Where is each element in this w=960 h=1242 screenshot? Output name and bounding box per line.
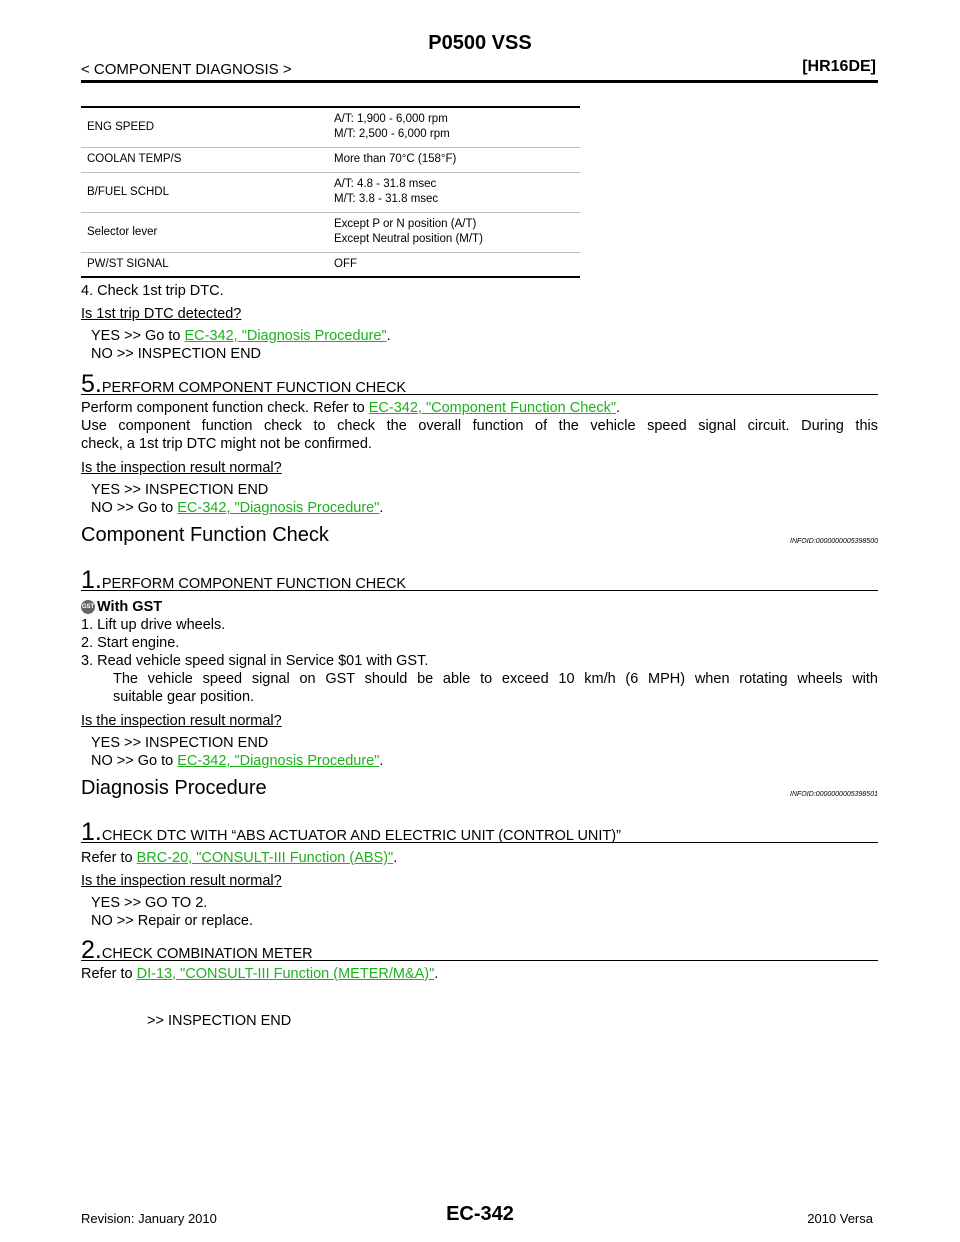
diagnosis-procedure-link[interactable]: EC-342, "Diagnosis Procedure" — [177, 753, 380, 769]
yes-branch: YES >> INSPECTION END — [91, 735, 269, 751]
yes-branch: YES >> GO TO 2. — [91, 895, 208, 911]
step-5-line-3: check, a 1st trip DTC might not be confi… — [81, 436, 372, 452]
page-title: P0500 VSS — [428, 32, 532, 54]
table-cell-item: PW/ST SIGNAL — [81, 252, 328, 278]
yes-branch: YES >> Go to EC-342, "Diagnosis Procedur… — [91, 328, 391, 344]
question-text: Is the inspection result normal? — [81, 713, 282, 729]
inspection-end-text: >> INSPECTION END — [147, 1013, 292, 1029]
list-item: 2. Start engine. — [81, 635, 180, 651]
header-rule — [81, 80, 878, 83]
footer-revision: Revision: January 2010 — [81, 1211, 217, 1226]
question-text: Is the inspection result normal? — [81, 873, 282, 889]
info-id: INFOID:0000000005398500 — [790, 538, 878, 545]
step-5-line-1: Perform component function check. Refer … — [81, 400, 621, 416]
no-branch: NO >> Go to EC-342, "Diagnosis Procedure… — [91, 500, 384, 516]
cfc-step-1-heading: 1.PERFORM COMPONENT FUNCTION CHECK — [81, 566, 878, 594]
footer-model: 2010 Versa — [807, 1211, 873, 1226]
list-item: 3. Read vehicle speed signal in Service … — [81, 653, 429, 669]
diagnosis-procedure-link[interactable]: EC-342, "Diagnosis Procedure" — [184, 328, 387, 344]
dp-step-2-heading: 2.CHECK COMBINATION METER — [81, 936, 878, 964]
table-cell-value: Except P or N position (A/T)Except Neutr… — [328, 212, 580, 253]
section-label: < COMPONENT DIAGNOSIS > — [81, 61, 292, 78]
step-4-text: 4. Check 1st trip DTC. — [81, 283, 224, 299]
list-item-continuation: The vehicle speed signal on GST should b… — [113, 671, 878, 687]
consult-abs-link[interactable]: BRC-20, "CONSULT-III Function (ABS)" — [136, 850, 394, 866]
gst-icon: GST — [81, 600, 95, 615]
dp-step-1-heading: 1.CHECK DTC WITH “ABS ACTUATOR AND ELECT… — [81, 818, 878, 846]
list-item: 1. Lift up drive wheels. — [81, 617, 226, 633]
table-cell-item: Selector lever — [81, 212, 328, 253]
table-cell-value: OFF — [328, 252, 580, 278]
no-branch: NO >> Go to EC-342, "Diagnosis Procedure… — [91, 753, 384, 769]
section-title-component-function-check: Component Function Check — [81, 524, 329, 546]
step-5-line-2: Use component function check to check th… — [81, 418, 878, 434]
question-text: Is 1st trip DTC detected? — [81, 306, 242, 322]
question-text: Is the inspection result normal? — [81, 460, 282, 476]
table-cell-value: More than 70°C (158°F) — [328, 147, 580, 173]
dp-step-2-reference: Refer to DI-13, "CONSULT-III Function (M… — [81, 966, 439, 982]
component-function-check-link[interactable]: EC-342, "Component Function Check" — [368, 400, 616, 416]
table-cell-item: B/FUEL SCHDL — [81, 172, 328, 213]
table-cell-item: COOLAN TEMP/S — [81, 147, 328, 173]
footer-page-number: EC-342 — [446, 1203, 514, 1225]
table-row: PW/ST SIGNAL OFF — [81, 252, 580, 278]
no-branch: NO >> Repair or replace. — [91, 913, 253, 929]
section-title-diagnosis-procedure: Diagnosis Procedure — [81, 777, 267, 799]
list-item-continuation: suitable gear position. — [113, 689, 255, 705]
dp-step-1-reference: Refer to BRC-20, "CONSULT-III Function (… — [81, 850, 398, 866]
consult-meter-link[interactable]: DI-13, "CONSULT-III Function (METER/M&A)… — [136, 966, 435, 982]
table-cell-item: ENG SPEED — [81, 106, 328, 148]
table-row: Selector lever Except P or N position (A… — [81, 212, 580, 253]
diagnosis-procedure-link[interactable]: EC-342, "Diagnosis Procedure" — [177, 500, 380, 516]
no-branch: NO >> INSPECTION END — [91, 346, 262, 362]
info-id: INFOID:0000000005398501 — [790, 791, 878, 798]
step-5-heading: 5.PERFORM COMPONENT FUNCTION CHECK — [81, 370, 878, 398]
engine-code: [HR16DE] — [802, 58, 876, 75]
yes-branch: YES >> INSPECTION END — [91, 482, 269, 498]
table-row: COOLAN TEMP/S More than 70°C (158°F) — [81, 147, 580, 173]
